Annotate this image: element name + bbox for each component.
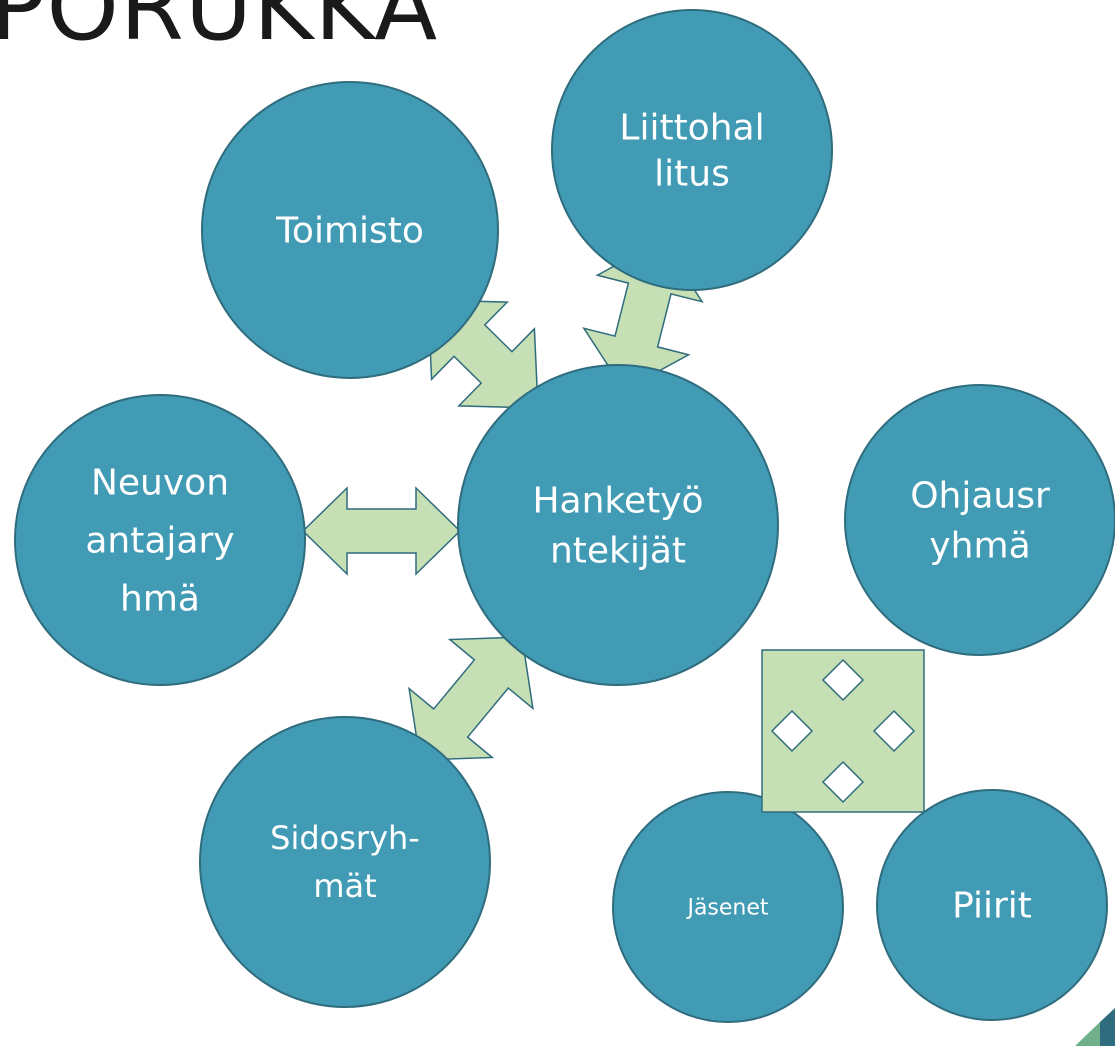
node-piirit: Piirit — [876, 789, 1108, 1021]
node-label-line: Hanketyö — [532, 481, 703, 522]
node-toimisto: Toimisto — [201, 81, 499, 379]
node-hanketyontekijat: Hanketyö ntekijät — [457, 364, 779, 686]
quad-arrow-icon — [761, 649, 925, 813]
node-ohjausryhma: Ohjausr yhmä — [844, 384, 1115, 656]
node-label-line: ntekijät — [550, 531, 686, 572]
node-label-line: Jäsenet — [685, 896, 768, 921]
node-sidosryhmat: Sidosryh-mät — [199, 716, 491, 1008]
node-label-line: Neuvon — [91, 463, 229, 504]
node-label-line: mät — [313, 867, 376, 905]
node-jasenet: Jäsenet — [612, 791, 844, 1023]
quad-arrow-notch — [872, 709, 916, 753]
double-arrow-icon — [408, 636, 534, 761]
node-circle — [457, 364, 779, 686]
quad-arrow-notch — [821, 760, 865, 804]
node-label-line: antajary — [85, 521, 234, 562]
node-label-line: Piirit — [952, 886, 1032, 927]
node-circle — [14, 394, 306, 686]
node-label-line: yhmä — [929, 526, 1030, 567]
double-arrow-icon — [301, 486, 462, 576]
node-circle — [551, 9, 833, 291]
logo-shape — [1100, 1008, 1115, 1046]
page-title: PORUKKA — [0, 0, 439, 61]
node-circle — [201, 81, 499, 379]
node-label-line: Ohjausr — [910, 476, 1050, 517]
quad-arrow-notch — [770, 709, 814, 753]
node-circle — [844, 384, 1115, 656]
quad-arrow-notch — [821, 658, 865, 702]
corner-logo-icon — [1075, 1008, 1115, 1046]
node-label-line: Sidosryh- — [270, 819, 420, 857]
node-label-line: hmä — [120, 579, 200, 620]
node-label-line: Toimisto — [275, 211, 424, 252]
node-circle — [612, 791, 844, 1023]
node-circle — [876, 789, 1108, 1021]
node-liittohallitus: Liittohal litus — [551, 9, 833, 291]
node-circle — [199, 716, 491, 1008]
node-neuvonantajaryhma: Neuvon antajary hmä — [14, 394, 306, 686]
node-label-line: litus — [654, 154, 730, 195]
logo-shape — [1075, 1022, 1100, 1046]
node-label-line: Liittohal — [619, 108, 764, 149]
